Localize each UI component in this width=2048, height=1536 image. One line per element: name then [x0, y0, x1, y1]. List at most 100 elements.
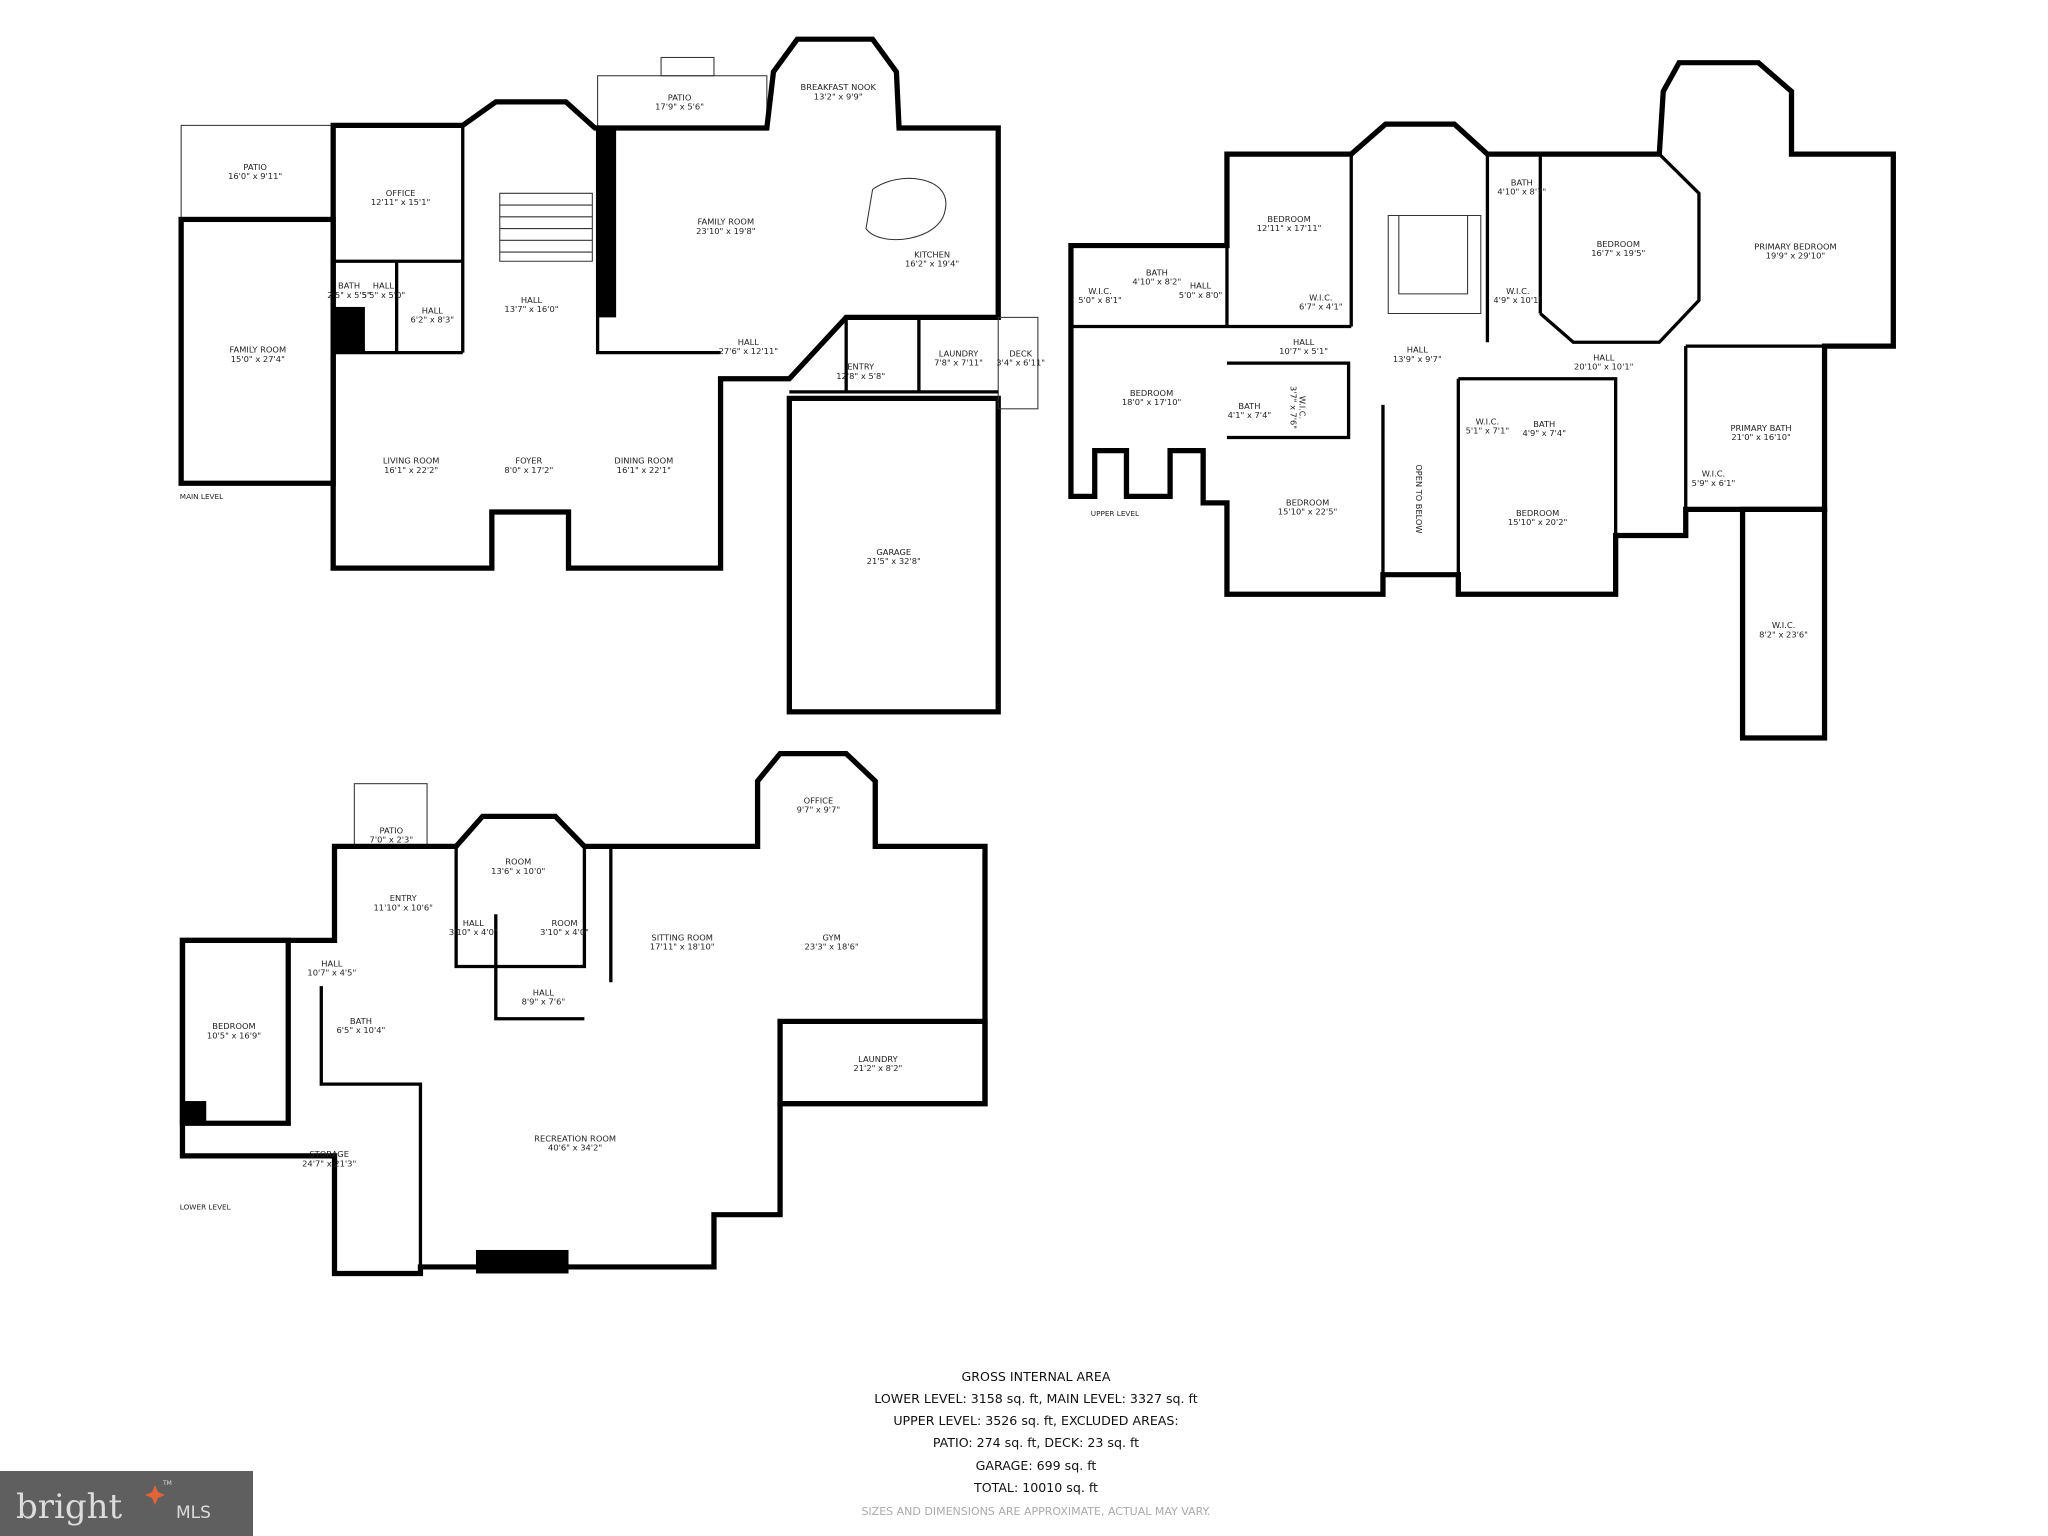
room-dimensions: 12'11" x 17'11" [1257, 223, 1322, 233]
room-dimensions: 10'7" x 4'5" [307, 968, 356, 978]
disclaimer: SIZES AND DIMENSIONS ARE APPROXIMATE, AC… [861, 1505, 1210, 1518]
summary-line: GARAGE: 699 sq. ft [976, 1458, 1097, 1473]
open-to-below-label: OPEN TO BELOW [1414, 464, 1424, 533]
room-name: W.I.C. [1298, 396, 1308, 419]
room-name: GARAGE [876, 547, 911, 557]
room-dimensions: 17'9" x 5'6" [655, 102, 704, 112]
room-name: W.I.C. [1506, 286, 1529, 296]
room-name: PRIMARY BEDROOM [1754, 242, 1836, 252]
room-dimensions: 3'10" x 4'0" [540, 927, 589, 937]
room-dimensions: 13'9" x 9'7" [1393, 354, 1442, 364]
room-dimensions: 8'9" x 7'6" [522, 996, 566, 1006]
room-dimensions: 7'0" x 2'3" [370, 834, 414, 844]
upper-level-label: UPPER LEVEL [1091, 509, 1139, 518]
room-dimensions: 15'0" x 27'4" [231, 354, 285, 364]
room-name: FAMILY ROOM [229, 345, 286, 355]
room-dimensions: 20'10" x 10'1" [1574, 362, 1633, 372]
bright-mls-logo: bright TM MLS [0, 1471, 253, 1536]
room-dimensions: 21'5" x 32'8" [867, 556, 921, 566]
room-dimensions: 4'9" x 7'4" [1522, 428, 1566, 438]
room-name: BEDROOM [1597, 239, 1640, 249]
room-dimensions: 13'2" x 9'9" [814, 91, 863, 101]
upper-room-label: W.I.C.5'1" x 7'1" [1466, 417, 1510, 436]
main-level-plan [178, 36, 1039, 715]
room-dimensions: 12'11" x 15'1" [371, 197, 430, 207]
room-name: W.I.C. [1476, 417, 1499, 427]
room-name: BEDROOM [1286, 498, 1329, 508]
room-name: BATH [1238, 401, 1260, 411]
summary-title: GROSS INTERNAL AREA [962, 1369, 1111, 1384]
room-dimensions: 19'9" x 29'10" [1766, 251, 1825, 261]
room-dimensions: 27'6" x 12'11" [719, 346, 778, 356]
logo-mls: MLS [176, 1503, 211, 1523]
room-name: HALL [533, 987, 555, 997]
room-dimensions: 4'9" x 10'1" [1493, 295, 1542, 305]
room-dimensions: 13'6" x 10'0" [491, 866, 545, 876]
room-name: PRIMARY BATH [1731, 423, 1792, 433]
room-name: DECK [1009, 349, 1033, 359]
room-name: W.I.C. [1772, 620, 1795, 630]
logo-text: bright [16, 1487, 123, 1527]
room-dimensions: 24'7" x 21'3" [302, 1158, 356, 1168]
room-dimensions: 16'2" x 19'4" [905, 258, 959, 268]
upper-room-label: W.I.C.8'2" x 23'6" [1759, 620, 1808, 639]
room-dimensions: 16'7" x 19'5" [1591, 248, 1645, 258]
room-dimensions: 3'7" x 7'6" [1288, 386, 1298, 429]
room-dimensions: 15'10" x 22'5" [1278, 507, 1337, 517]
room-name: HALL [521, 295, 543, 305]
upper-room-label: W.I.C.6'7" x 4'1" [1299, 292, 1343, 311]
room-dimensions: 2'5" x 5'5" [327, 290, 371, 300]
room-name: HALL [1293, 337, 1315, 347]
room-name: RECREATION ROOM [534, 1134, 616, 1144]
room-name: BATH [338, 281, 360, 291]
room-dimensions: 17'11" x 18'10" [650, 942, 715, 952]
lower-level-label: LOWER LEVEL [180, 1203, 231, 1212]
room-name: W.I.C. [1088, 286, 1111, 296]
room-name: BREAKFAST NOOK [801, 82, 877, 92]
summary-line: UPPER LEVEL: 3526 sq. ft, EXCLUDED AREAS… [893, 1413, 1178, 1428]
room-dimensions: 12'8" x 5'8" [836, 371, 885, 381]
room-name: ENTRY [390, 893, 418, 903]
room-name: BEDROOM [212, 1021, 255, 1031]
room-name: BEDROOM [1516, 508, 1559, 518]
room-name: HALL [1593, 353, 1615, 363]
room-dimensions: 4'10" x 8'7" [1497, 187, 1546, 197]
room-dimensions: 16'1" x 22'2" [384, 465, 438, 475]
summary-line: PATIO: 274 sq. ft, DECK: 23 sq. ft [933, 1435, 1139, 1450]
room-name: HALL [422, 306, 444, 316]
room-dimensions: 7'8" x 7'11" [934, 358, 983, 368]
room-name: HALL [321, 959, 343, 969]
room-name: SITTING ROOM [651, 932, 713, 942]
room-dimensions: 6'2" x 8'3" [411, 315, 455, 325]
room-dimensions: 11'10" x 10'6" [374, 902, 433, 912]
room-dimensions: 9'7" x 9'7" [797, 804, 841, 814]
room-name: BEDROOM [1130, 388, 1173, 398]
room-dimensions: 8'2" x 23'6" [1759, 629, 1808, 639]
